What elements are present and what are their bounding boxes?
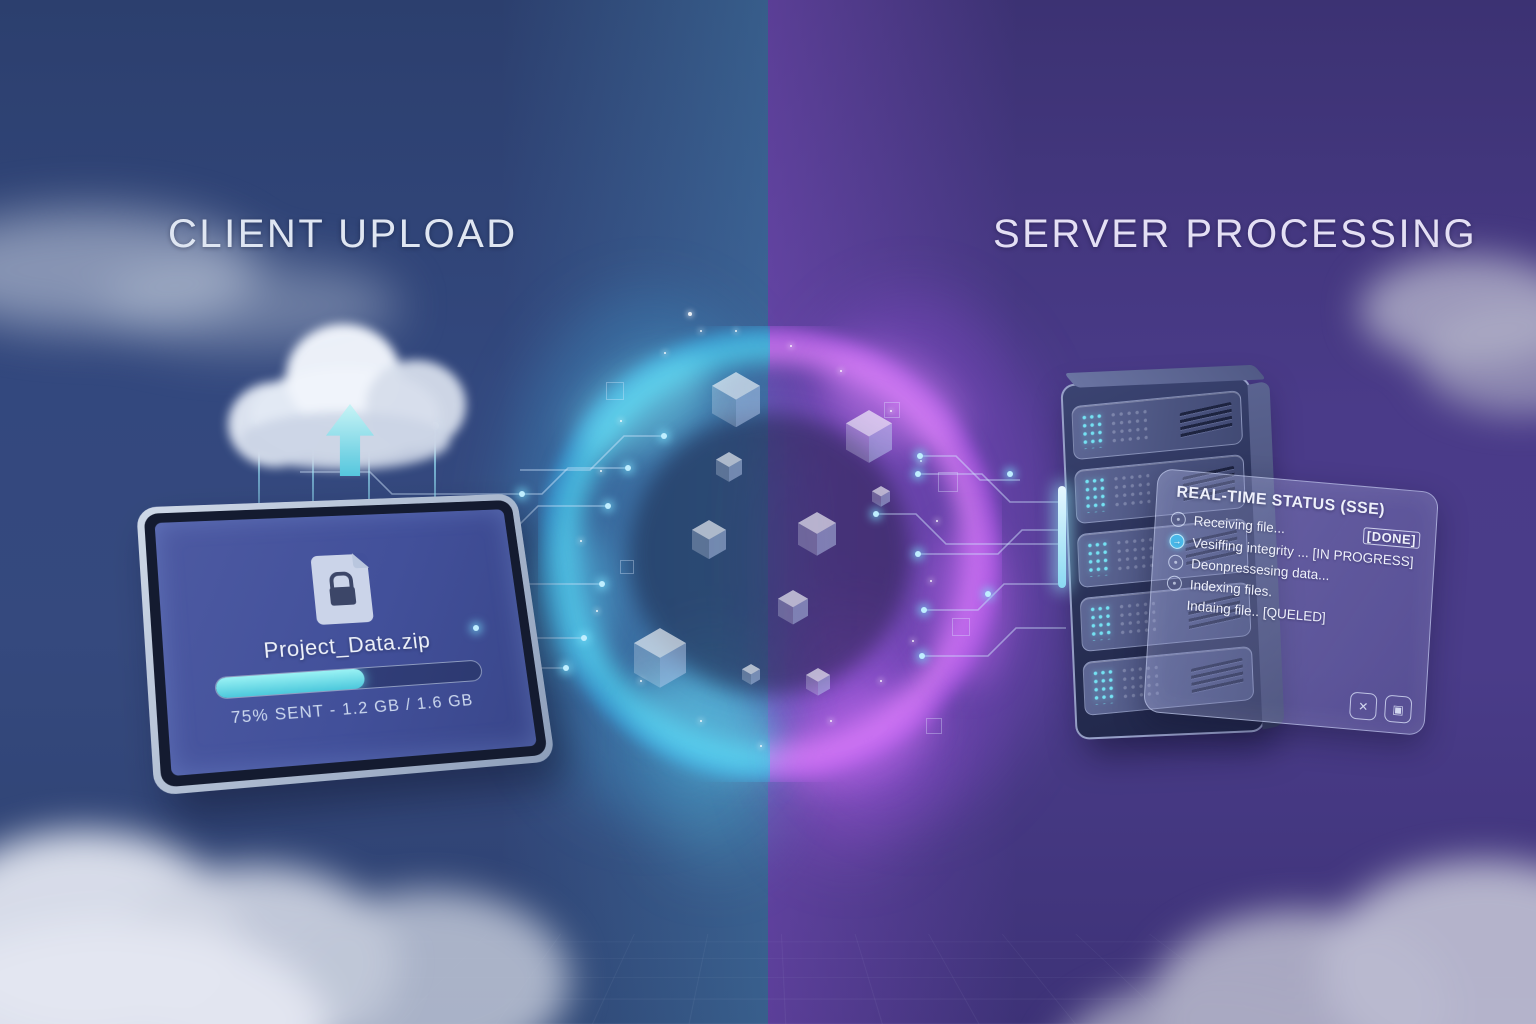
particle	[700, 330, 702, 332]
cloud-bottom-right	[1040, 830, 1536, 1024]
circuit-node-dot	[917, 453, 923, 459]
square-glyph	[926, 718, 942, 734]
circuit-node-dot	[581, 635, 587, 641]
portal-wisp	[928, 526, 1008, 686]
upload-file-name: Project_Data.zip	[262, 627, 432, 663]
pin-icon[interactable]: ▣	[1383, 694, 1413, 724]
circuit-node-dot	[605, 503, 611, 509]
locked-file-icon	[310, 553, 374, 625]
status-circle-icon	[1166, 575, 1183, 592]
client-tablet: Project_Data.zip 75% SENT - 1.2 GB / 1.6…	[136, 493, 556, 796]
status-text: Receiving file...	[1193, 513, 1286, 537]
particle	[620, 420, 622, 422]
vent-lines-icon	[1179, 401, 1233, 440]
upload-progress-fill	[215, 667, 366, 698]
circuit-node-dot	[1007, 471, 1013, 477]
particle	[840, 370, 842, 372]
data-cube-icon	[692, 520, 726, 560]
status-circle-icon	[1170, 511, 1187, 528]
circuit-node-dot	[599, 581, 605, 587]
server-link-glowbar	[1058, 486, 1066, 588]
circuit-node-dot	[519, 491, 525, 497]
led-grid-icon	[1087, 541, 1111, 578]
square-glyph	[606, 382, 624, 400]
particle	[580, 540, 582, 542]
particle	[640, 680, 642, 682]
particle	[735, 330, 737, 332]
particle	[664, 352, 666, 354]
circuit-node-dot	[625, 465, 631, 471]
status-circle-icon	[1167, 554, 1184, 571]
particle	[596, 610, 598, 612]
circuit-node-dot	[563, 665, 569, 671]
square-glyph	[952, 618, 970, 636]
particle	[600, 470, 602, 472]
cloud-right-mid	[1340, 245, 1536, 425]
square-glyph	[884, 402, 900, 418]
data-cube-icon	[872, 486, 890, 507]
server-bay	[1071, 389, 1244, 461]
tablet-bezel: Project_Data.zip 75% SENT - 1.2 GB / 1.6…	[143, 499, 548, 788]
circuit-node-dot	[919, 653, 925, 659]
particle	[760, 745, 762, 747]
panel-footer: ✕ ▣	[1348, 691, 1413, 724]
circuit-node-dot	[661, 433, 667, 439]
server-processing-title: SERVER PROCESSING	[993, 212, 1478, 256]
tablet-screen: Project_Data.zip 75% SENT - 1.2 GB / 1.6…	[154, 509, 538, 777]
lock-body	[329, 586, 357, 606]
led-grid-dim-icon	[1113, 473, 1151, 511]
circuit-node-dot	[473, 625, 479, 631]
led-grid-icon	[1092, 668, 1117, 706]
data-cube-icon	[742, 664, 760, 685]
client-upload-title: CLIENT UPLOAD	[168, 212, 518, 256]
particle	[688, 312, 692, 316]
status-active-icon	[1169, 533, 1185, 550]
realtime-status-panel: REAL-TIME STATUS (SSE) Receiving file...…	[1143, 467, 1439, 737]
upload-status-text: 75% SENT - 1.2 GB / 1.6 GB	[230, 690, 475, 727]
led-grid-icon	[1081, 413, 1106, 450]
particle	[700, 720, 702, 722]
cloud-bottom-left	[0, 770, 650, 1024]
status-badge: [DONE]	[1362, 527, 1421, 550]
square-glyph	[938, 472, 958, 492]
led-grid-icon	[1090, 605, 1114, 642]
led-grid-icon	[1084, 477, 1108, 514]
circuit-node-dot	[985, 591, 991, 597]
status-text: Indexing files.	[1189, 577, 1273, 600]
led-grid-dim-icon	[1110, 409, 1148, 447]
particle	[920, 460, 922, 462]
particle	[930, 580, 932, 582]
particle	[936, 520, 938, 522]
circuit-node-dot	[915, 551, 921, 557]
circuit-node-dot	[921, 607, 927, 613]
data-cube-icon	[846, 410, 892, 463]
portal-wisp	[532, 526, 612, 676]
particle	[880, 680, 882, 682]
particle	[890, 410, 892, 412]
particle	[790, 345, 792, 347]
particle	[830, 720, 832, 722]
circuit-node-dot	[915, 471, 921, 477]
square-glyph	[620, 560, 634, 574]
circuit-node-dot	[873, 511, 879, 517]
led-grid-dim-icon	[1116, 536, 1154, 575]
particle	[912, 640, 914, 642]
close-icon[interactable]: ✕	[1348, 691, 1378, 721]
data-cube-icon	[778, 590, 808, 625]
